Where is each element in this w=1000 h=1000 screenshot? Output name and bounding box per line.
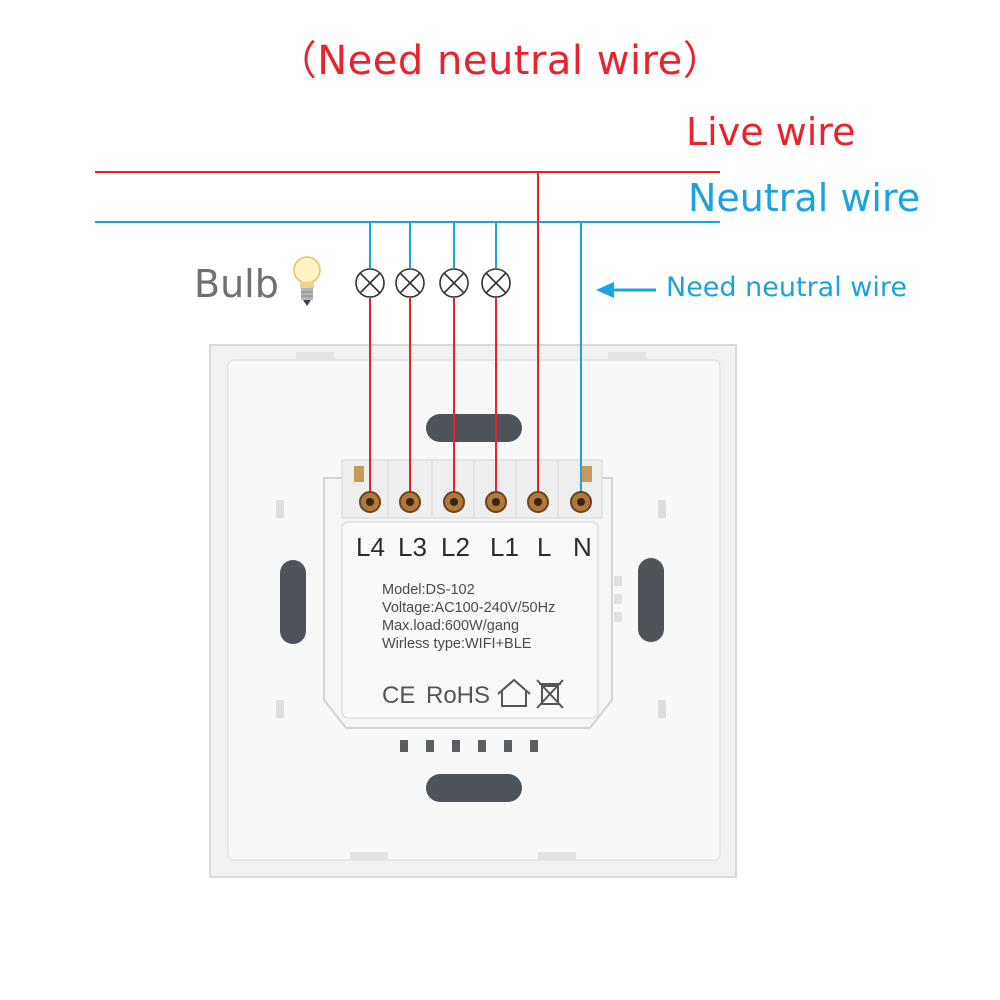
- neutral-wire-label: Neutral wire: [688, 176, 921, 220]
- diagram-title: （Need neutral wire）: [276, 38, 724, 84]
- terminal-label-l2: L2: [441, 532, 470, 562]
- lamp-symbol-l1: [481, 268, 511, 298]
- lamp-symbol-l2: [439, 268, 469, 298]
- weee-bin-icon: [536, 679, 564, 709]
- terminal-label-l4: L4: [356, 532, 385, 562]
- mount-slot-top: [426, 414, 522, 442]
- lamp-symbol-l3: [395, 268, 425, 298]
- spec-voltage: Voltage:AC100-240V/50Hz: [382, 600, 556, 616]
- mount-slot-left: [280, 560, 306, 644]
- terminal-label-n: N: [573, 532, 592, 562]
- terminal-label-l: L: [537, 532, 552, 562]
- mount-slot-right: [638, 558, 664, 642]
- terminal-screw-n: [570, 491, 592, 513]
- cert-rohs: RoHS: [426, 682, 491, 709]
- house-icon: [497, 678, 531, 707]
- terminal-screw-l1: [485, 491, 507, 513]
- bulb-label: Bulb: [194, 262, 279, 306]
- terminal-screw-l3: [399, 491, 421, 513]
- lamp-symbol-l4: [355, 268, 385, 298]
- spec-max-load: Max.load:600W/gang: [382, 618, 520, 634]
- cert-ce: CE: [382, 682, 416, 709]
- spec-wireless: Wirless type:WIFI+BLE: [382, 636, 532, 652]
- mount-slot-bottom: [426, 774, 522, 802]
- bulb-icon: [293, 256, 321, 306]
- terminal-screw-l2: [443, 491, 465, 513]
- terminal-label-l3: L3: [398, 532, 427, 562]
- spec-model: Model:DS-102: [382, 582, 475, 598]
- terminal-screw-l: [527, 491, 549, 513]
- need-neutral-label: Need neutral wire: [666, 272, 907, 303]
- terminal-label-l1: L1: [490, 532, 519, 562]
- arrow-left-icon: [596, 282, 656, 298]
- terminal-screw-l4: [359, 491, 381, 513]
- live-wire-label: Live wire: [686, 110, 856, 154]
